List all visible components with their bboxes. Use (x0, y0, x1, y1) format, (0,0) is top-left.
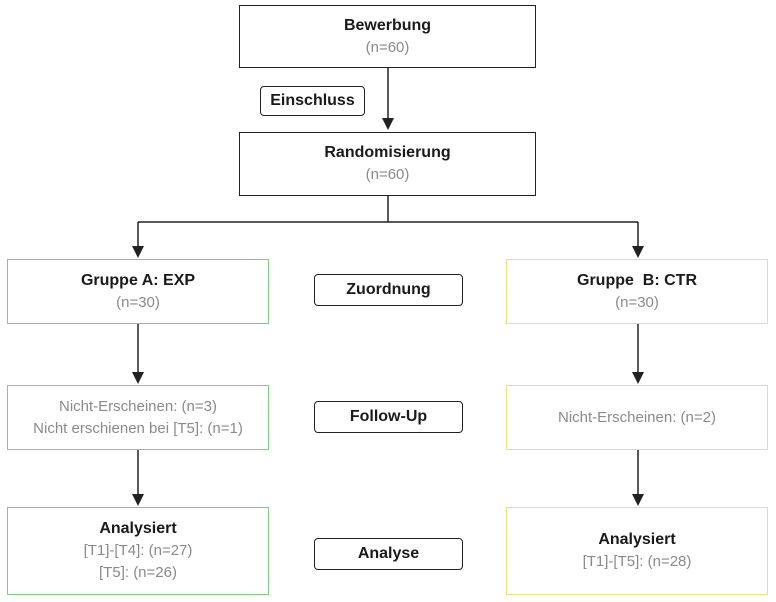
group-b-followup-box: Nicht-Erscheinen: (n=2) (506, 385, 768, 450)
followup-stage-tag: Follow-Up (314, 401, 463, 433)
group-a-followup-box: Nicht-Erscheinen: (n=3) Nicht erschienen… (7, 385, 269, 450)
application-title: Bewerbung (343, 16, 432, 34)
group-b-followup-line1: Nicht-Erscheinen: (n=2) (558, 408, 716, 426)
application-box: Bewerbung (n=60) (239, 5, 536, 68)
arrowhead-randomization (382, 118, 394, 130)
inclusion-tag: Einschluss (260, 86, 365, 116)
group-a-analysis-line1: [T1]-[T4]: (n=27) (83, 542, 193, 559)
inclusion-label: Einschluss (270, 92, 355, 109)
randomization-box: Randomisierung (n=60) (239, 132, 536, 196)
group-a-count: (n=30) (116, 293, 160, 311)
group-b-count: (n=30) (615, 293, 659, 311)
randomization-count: (n=60) (365, 166, 410, 183)
group-b-box: Gruppe B: CTR (n=30) (506, 259, 768, 324)
randomization-title: Randomisierung (324, 144, 451, 161)
group-a-analysis-line2: [T5]: (n=26) (99, 564, 177, 581)
group-a-title: Gruppe A: EXP (80, 271, 196, 289)
group-b-analysis-line1: [T1]-[T5]: (n=28) (582, 553, 692, 570)
assignment-stage-tag: Zuordnung (314, 274, 463, 306)
arrowhead-a-followup (132, 372, 144, 384)
group-b-analysis-title: Analysiert (598, 531, 676, 548)
application-count: (n=60) (365, 38, 410, 56)
group-a-followup-line1: Nicht-Erscheinen: (n=3) (59, 397, 217, 415)
group-a-analysis-box: Analysiert [T1]-[T4]: (n=27) [T5]: (n=26… (7, 507, 269, 595)
group-a-analysis-title: Analysiert (99, 520, 177, 537)
analysis-stage-tag: Analyse (314, 538, 463, 570)
analysis-stage-label: Analyse (357, 545, 420, 562)
arrowhead-b-analysis (632, 494, 644, 506)
followup-stage-label: Follow-Up (349, 408, 428, 425)
arrowhead-group-a (132, 246, 144, 258)
group-a-box: Gruppe A: EXP (n=30) (7, 259, 269, 324)
group-b-analysis-box: Analysiert [T1]-[T5]: (n=28) (506, 507, 768, 595)
arrowhead-b-followup (632, 372, 644, 384)
group-a-followup-line2: Nicht erschienen bei [T5]: (n=1) (33, 419, 243, 437)
group-b-title: Gruppe B: CTR (577, 271, 697, 289)
arrowhead-a-analysis (132, 494, 144, 506)
assignment-stage-label: Zuordnung (346, 281, 431, 298)
arrowhead-group-b (632, 246, 644, 258)
